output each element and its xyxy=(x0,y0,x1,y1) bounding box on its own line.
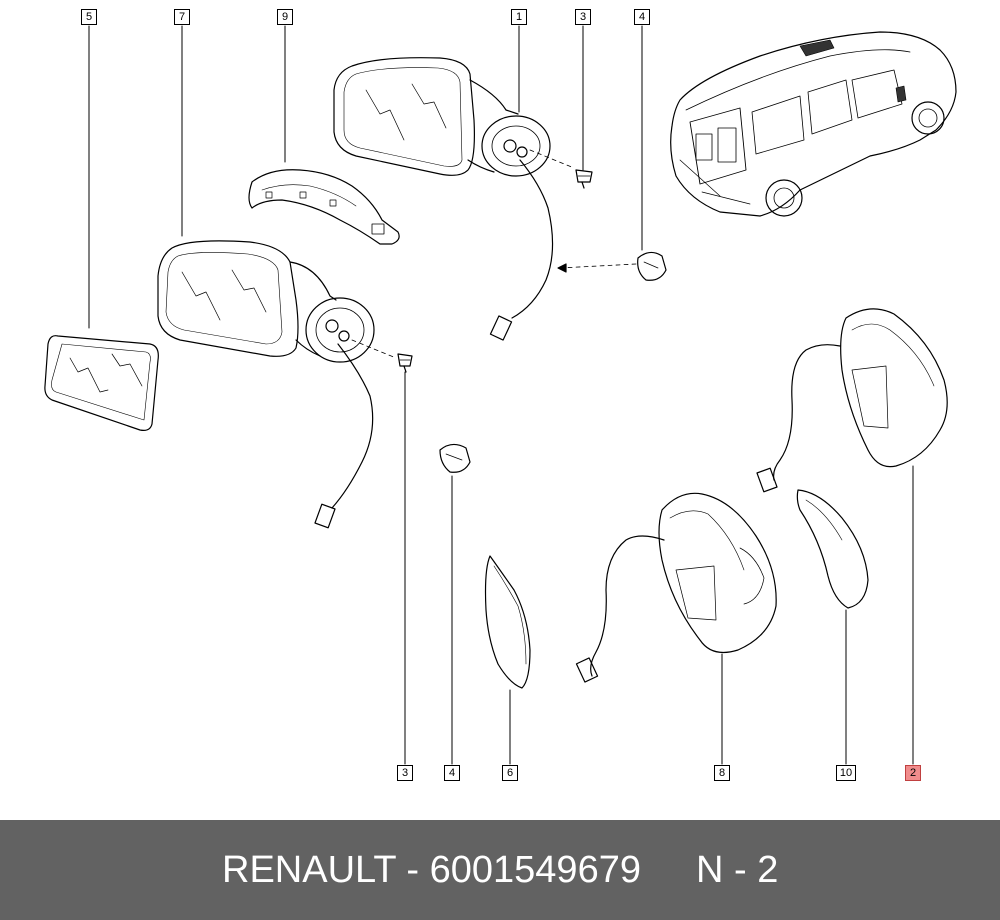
parts-diagram xyxy=(44,25,957,765)
clip-top-illustration xyxy=(557,251,667,281)
callout-1: 1 xyxy=(511,9,527,25)
right-mirror-assembly-illustration xyxy=(333,57,575,341)
callout-4-bottom: 4 xyxy=(444,765,460,781)
screw-top-illustration xyxy=(575,169,593,189)
callout-9: 9 xyxy=(277,9,293,25)
callout-2-highlighted: 2 xyxy=(905,765,921,781)
callout-7: 7 xyxy=(174,9,190,25)
callout-4-top: 4 xyxy=(634,9,650,25)
callout-6: 6 xyxy=(502,765,518,781)
leader-lines xyxy=(88,25,914,765)
callout-3-bottom: 3 xyxy=(397,765,413,781)
cover-cap-illustration xyxy=(796,489,869,609)
callout-5: 5 xyxy=(81,9,97,25)
callout-8: 8 xyxy=(714,765,730,781)
mirror-housing-rear-illustration xyxy=(575,492,777,683)
part-number-label: RENAULT - 6001549679 xyxy=(222,849,641,891)
callout-3-top: 3 xyxy=(575,9,591,25)
mirror-glass-side-illustration xyxy=(484,555,531,689)
complete-mirror-illustration xyxy=(756,308,948,493)
screw-bottom-illustration xyxy=(397,353,413,373)
left-mirror-assembly-illustration xyxy=(157,240,397,529)
mirror-glass-illustration xyxy=(44,335,159,431)
mirror-trim-illustration xyxy=(248,169,400,245)
page-indicator: N - 2 xyxy=(696,849,779,891)
clip-bottom-illustration xyxy=(439,443,471,473)
vehicle-illustration xyxy=(670,31,957,217)
callout-10: 10 xyxy=(836,765,856,781)
footer-bar: RENAULT - 6001549679 N - 2 xyxy=(0,820,1000,920)
